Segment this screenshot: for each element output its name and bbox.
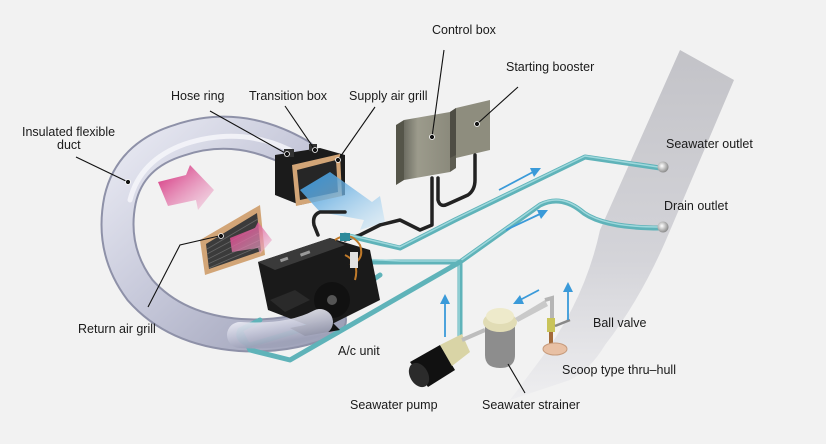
leader-lines <box>75 49 526 394</box>
ball-valve <box>547 318 571 348</box>
flow-arrow-thru-hull-up <box>563 282 573 320</box>
supply-air-arrow <box>300 172 385 230</box>
label-ball-valve: Ball valve <box>593 316 647 330</box>
starting-booster <box>450 100 490 158</box>
label-seawater-strainer: Seawater strainer <box>482 398 580 412</box>
control-wiring <box>311 153 477 242</box>
drain-outlet-fitting <box>657 221 669 233</box>
label-seawater-pump: Seawater pump <box>350 398 438 412</box>
label-starting-booster: Starting booster <box>506 60 594 74</box>
scoop-thru-hull <box>542 342 568 356</box>
label-drain-outlet: Drain outlet <box>664 199 728 213</box>
label-insulated-duct-1: Insulated flexible <box>22 125 115 139</box>
return-air-arrow <box>158 165 214 210</box>
label-seawater-outlet: Seawater outlet <box>666 137 753 151</box>
flow-arrow-strainer-in <box>513 289 540 304</box>
flow-arrow-drain-outlet <box>505 210 548 231</box>
seawater-strainer <box>483 295 554 368</box>
label-insulated-duct-2: duct <box>57 138 81 152</box>
flow-arrow-seawater-outlet <box>498 168 541 191</box>
label-scoop-thru-hull: Scoop type thru–hull <box>562 363 676 377</box>
label-transition-box: Transition box <box>249 89 328 103</box>
label-return-air-grill: Return air grill <box>78 322 156 336</box>
flow-arrows <box>440 168 573 337</box>
label-supply-air-grill: Supply air grill <box>349 89 428 103</box>
label-hose-ring: Hose ring <box>171 89 225 103</box>
seawater-outlet-fitting <box>657 161 669 173</box>
control-box <box>396 108 456 185</box>
return-air-grill <box>200 205 272 275</box>
flow-arrow-pump-up <box>440 294 450 337</box>
label-ac-unit: A/c unit <box>338 344 380 358</box>
label-control-box: Control box <box>432 23 497 37</box>
seawater-pump <box>408 328 486 388</box>
